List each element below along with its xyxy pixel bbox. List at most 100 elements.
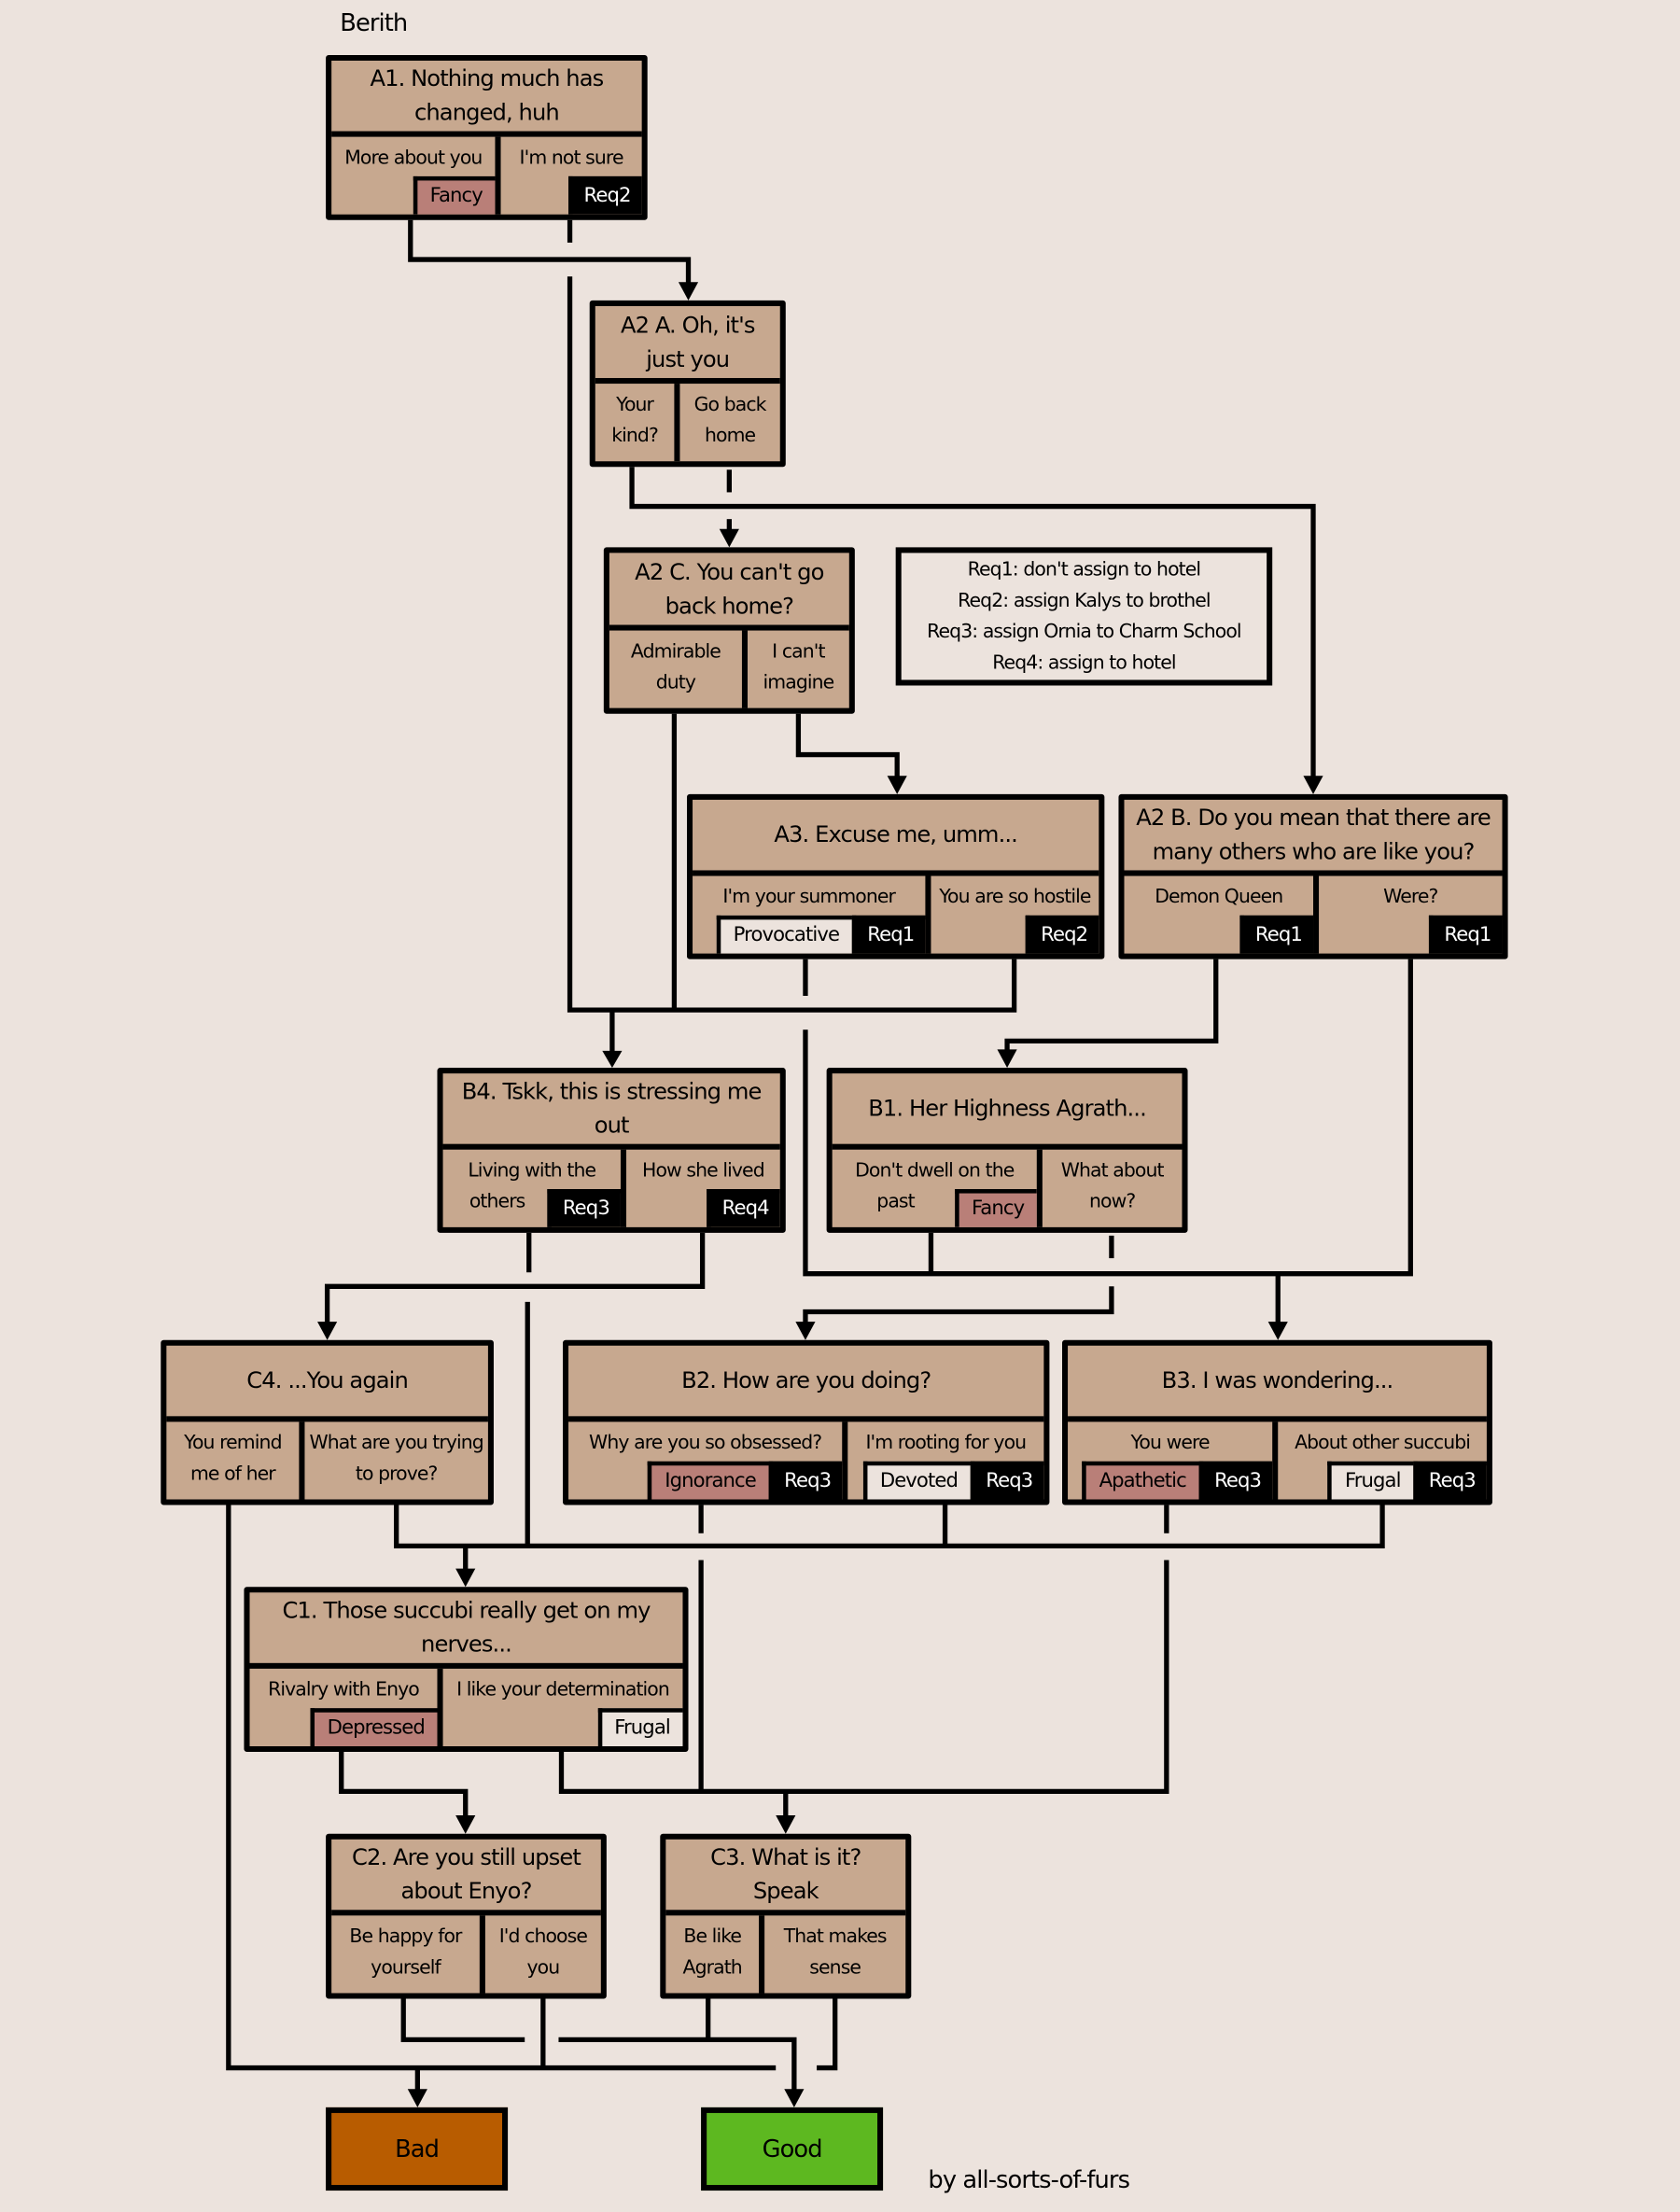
trait-badge: Devoted bbox=[862, 1461, 971, 1500]
option-tags: Req2 bbox=[567, 175, 642, 215]
option-tags: Frugal bbox=[597, 1708, 683, 1746]
arrowhead bbox=[887, 776, 907, 794]
option-label: Don't dwell on the past bbox=[855, 1159, 1015, 1213]
connector-c4-bad bbox=[226, 1505, 777, 2071]
option-tags: Fancy bbox=[413, 175, 496, 215]
connector-c3-good bbox=[558, 2037, 797, 2095]
trait-badge: Provocative bbox=[716, 915, 852, 954]
arrowhead bbox=[602, 1050, 623, 1069]
dialogue-option: Be happy for yourself bbox=[331, 1915, 485, 1994]
connector-b4-c4 bbox=[324, 1232, 706, 1328]
option-tags: Req3 bbox=[547, 1189, 621, 1227]
node-a2b: A2 B. Do you mean that there are many ot… bbox=[1118, 793, 1508, 959]
trait-badge: Depressed bbox=[310, 1708, 438, 1746]
dialogue-option: Admirable duty bbox=[609, 630, 748, 708]
requirement-badge: Req3 bbox=[970, 1461, 1044, 1500]
option-tags: Depressed bbox=[310, 1708, 438, 1746]
requirement-badge: Req3 bbox=[1413, 1461, 1487, 1500]
requirement-badge: Req1 bbox=[1239, 915, 1314, 954]
connector-c1-c2 bbox=[339, 1752, 469, 1822]
dialogue-option: Be like Agrath bbox=[665, 1915, 765, 1994]
arrowhead bbox=[407, 2089, 427, 2107]
requirement-badge: Req1 bbox=[851, 915, 926, 954]
option-label: I like your determination bbox=[456, 1678, 670, 1701]
character-name: Berith bbox=[340, 9, 408, 38]
connector-c2-good-a bbox=[400, 1998, 525, 2042]
dialogue-option: What about now? bbox=[1043, 1150, 1183, 1227]
node-title: A2 C. You can't go back home? bbox=[609, 553, 849, 631]
option-tags: Req4 bbox=[706, 1189, 780, 1227]
connector-c1-c3 bbox=[558, 1560, 1169, 1794]
option-label: Why are you so obsessed? bbox=[589, 1431, 822, 1455]
connector-a2b-b1 bbox=[1004, 959, 1219, 1056]
node-title: A1. Nothing much has changed, huh bbox=[331, 61, 642, 137]
node-options: Be happy for yourself I'd choose you bbox=[331, 1915, 601, 1994]
dialogue-option: I can't imagine bbox=[748, 631, 849, 708]
node-title: C1. Those succubi really get on my nerve… bbox=[249, 1592, 683, 1669]
option-label: I'm rooting for you bbox=[865, 1431, 1027, 1455]
arrowhead bbox=[1303, 776, 1323, 794]
node-options: Admirable duty I can't imagine bbox=[609, 630, 849, 708]
node-title: C2. Are you still upset about Enyo? bbox=[331, 1840, 601, 1916]
option-label: I'd choose you bbox=[498, 1925, 588, 1980]
option-label: Demon Queen bbox=[1155, 886, 1283, 909]
arrowhead bbox=[997, 1049, 1017, 1069]
arrowhead bbox=[678, 282, 699, 301]
node-title: B1. Her Highness Agrath... bbox=[832, 1073, 1183, 1150]
option-label: How she lived bbox=[642, 1159, 765, 1183]
option-label: Be like Agrath bbox=[682, 1925, 743, 1980]
trait-badge: Frugal bbox=[597, 1708, 683, 1746]
legend-item: Req1: don't assign to hotel bbox=[967, 558, 1201, 581]
requirement-badge: Req1 bbox=[1428, 915, 1503, 954]
node-title: A3. Excuse me, umm... bbox=[693, 800, 1099, 876]
requirement-badge: Req4 bbox=[706, 1189, 780, 1227]
connector-to-b3 bbox=[803, 959, 1413, 1277]
trait-badge: Frugal bbox=[1327, 1461, 1414, 1500]
arrowhead bbox=[776, 1815, 796, 1834]
node-title: A2 B. Do you mean that there are many ot… bbox=[1124, 800, 1503, 876]
node-title: C3. What is it? Speak bbox=[665, 1840, 906, 1916]
requirement-badge: Req2 bbox=[567, 175, 642, 215]
option-label: Be happy for yourself bbox=[349, 1925, 462, 1980]
requirement-badge: Req3 bbox=[1198, 1461, 1273, 1500]
legend-item: Req2: assign Kalys to brothel bbox=[958, 589, 1211, 612]
connector-a2a-a2b bbox=[629, 467, 1316, 782]
ending-good: Good bbox=[701, 2107, 884, 2191]
dialogue-option: Your kind? bbox=[595, 384, 680, 462]
option-label: I can't imagine bbox=[763, 640, 834, 694]
node-a2c: A2 C. You can't go back home?Admirable d… bbox=[603, 547, 855, 714]
arrowhead bbox=[1267, 1322, 1288, 1340]
option-label: Go back home bbox=[693, 393, 767, 448]
node-title: B4. Tskk, this is stressing me out bbox=[442, 1073, 780, 1150]
requirement-badge: Req2 bbox=[1025, 915, 1099, 954]
node-title: B3. I was wondering... bbox=[1068, 1346, 1487, 1422]
dialogue-option: Go back home bbox=[679, 384, 779, 461]
arrowhead bbox=[784, 2089, 805, 2107]
